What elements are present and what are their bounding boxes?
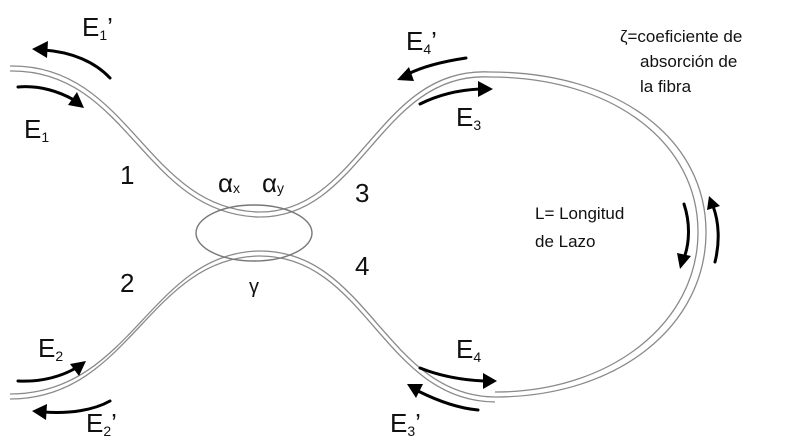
note-loop-line1: L= Longitud bbox=[535, 204, 624, 223]
arrow-e1 bbox=[16, 85, 84, 108]
arrow-e3 bbox=[418, 81, 493, 106]
port-1: 1 bbox=[120, 160, 134, 190]
label-e2-prime: E2’ bbox=[86, 408, 117, 439]
arrow-e4-prime bbox=[397, 56, 468, 81]
arrow-e2 bbox=[16, 361, 86, 383]
label-alpha-x: αx bbox=[218, 168, 240, 198]
port-2: 2 bbox=[120, 268, 134, 298]
label-e4: E4 bbox=[456, 334, 481, 365]
label-e3: E3 bbox=[456, 102, 481, 133]
note-loop-line2: de Lazo bbox=[535, 232, 596, 251]
fiber-lower bbox=[9, 250, 496, 403]
label-e3-prime: E3’ bbox=[390, 408, 421, 439]
fiber-loop bbox=[489, 71, 707, 398]
port-4: 4 bbox=[355, 251, 369, 281]
label-e1: E1 bbox=[24, 114, 49, 145]
arrow-e4 bbox=[418, 366, 497, 389]
arrow-loop-cw bbox=[677, 202, 691, 269]
label-alpha-y: αy bbox=[262, 168, 284, 198]
arrow-e3-prime bbox=[407, 384, 480, 412]
fiber-upper bbox=[9, 65, 491, 218]
arrow-e2-prime bbox=[32, 399, 112, 420]
label-gamma: γ bbox=[249, 276, 259, 298]
arrow-e1-prime bbox=[32, 41, 112, 80]
port-3: 3 bbox=[355, 178, 369, 208]
arrow-loop-ccw bbox=[707, 196, 720, 264]
label-e2: E2 bbox=[38, 333, 63, 364]
label-e1-prime: E1’ bbox=[82, 12, 113, 43]
note-zeta-line1: ζ=coeficiente de bbox=[620, 27, 742, 46]
coupler-ellipse bbox=[195, 204, 313, 262]
label-e4-prime: E4’ bbox=[406, 26, 437, 57]
note-zeta-line3: la fibra bbox=[640, 77, 692, 96]
note-zeta-line2: absorción de bbox=[640, 52, 737, 71]
